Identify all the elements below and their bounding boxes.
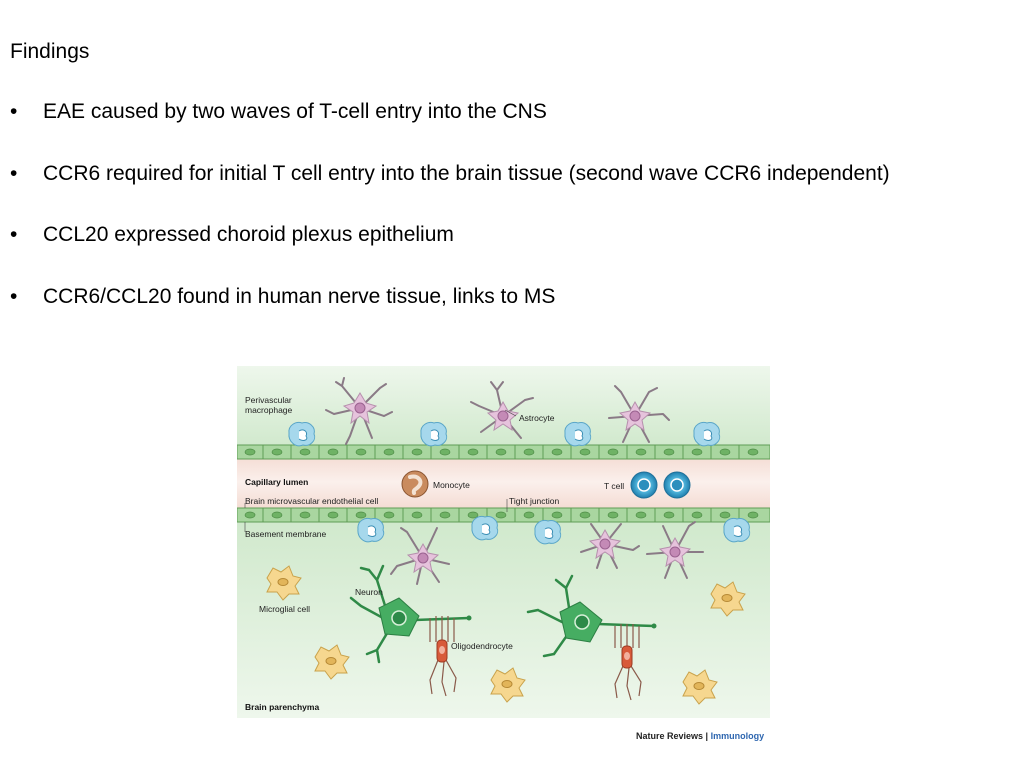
credit-separator: | xyxy=(705,731,709,741)
bullet-icon: • xyxy=(10,161,18,185)
microglia-icon xyxy=(314,644,350,680)
macrophage-icon xyxy=(288,422,316,447)
macrophage-icon xyxy=(357,518,385,543)
astrocyte-icon xyxy=(325,377,393,445)
slide-heading: Findings xyxy=(10,40,90,63)
bullet-item: • CCR6 required for initial T cell entry… xyxy=(10,159,890,221)
label-microglial-cell: Microglial cell xyxy=(259,604,310,614)
macrophage-icon xyxy=(471,516,499,541)
bbb-diagram-svg: Perivascular macrophage Astrocyte Capill… xyxy=(237,366,770,718)
astrocyte-icon xyxy=(470,381,534,439)
oligodendrocyte-icon xyxy=(429,616,457,697)
label-basement-membrane: Basement membrane xyxy=(245,529,327,539)
endothelium-top xyxy=(237,444,770,460)
bullet-item: • CCR6/CCL20 found in human nerve tissue… xyxy=(10,282,890,344)
astrocyte-icon xyxy=(608,385,670,443)
bullet-icon: • xyxy=(10,284,18,308)
neuron-icon xyxy=(349,564,472,664)
bullet-icon: • xyxy=(10,223,18,246)
bullet-text: EAE caused by two waves of T-cell entry … xyxy=(43,100,547,123)
bullet-text: CCR6 required for initial T cell entry i… xyxy=(43,161,890,185)
bbb-diagram: Perivascular macrophage Astrocyte Capill… xyxy=(237,366,770,718)
bullet-item: • CCL20 expressed choroid plexus epithel… xyxy=(10,220,890,282)
label-neuron: Neuron xyxy=(355,587,383,597)
bullet-item: • EAE caused by two waves of T-cell entr… xyxy=(10,97,890,159)
label-perivascular-macrophage-line1: Perivascular xyxy=(245,395,292,405)
label-brain-parenchyma: Brain parenchyma xyxy=(245,702,319,712)
label-perivascular-macrophage-line2: macrophage xyxy=(245,405,293,415)
figure-credit: Nature Reviews | Immunology xyxy=(636,731,764,741)
microglia-icon xyxy=(490,667,526,703)
label-capillary-lumen: Capillary lumen xyxy=(245,477,308,487)
label-monocyte: Monocyte xyxy=(433,480,470,490)
label-endothelial-cell: Brain microvascular endothelial cell xyxy=(245,496,378,506)
label-astrocyte: Astrocyte xyxy=(519,413,555,423)
bullet-list: • EAE caused by two waves of T-cell entr… xyxy=(10,97,890,343)
microglia-icon xyxy=(710,581,746,617)
label-t-cell: T cell xyxy=(604,481,624,491)
astrocyte-icon xyxy=(580,523,640,569)
label-oligodendrocyte: Oligodendrocyte xyxy=(451,641,513,651)
macrophage-icon xyxy=(564,422,592,447)
bullet-text: CCL20 expressed choroid plexus epitheliu… xyxy=(43,223,454,246)
endothelium-bottom xyxy=(237,507,770,523)
bullet-icon: • xyxy=(10,100,18,123)
macrophage-icon xyxy=(420,422,448,447)
oligodendrocyte-icon xyxy=(614,624,642,701)
leader-lines xyxy=(244,409,517,532)
monocyte-icon xyxy=(401,470,429,498)
t-cell-icon xyxy=(663,471,691,499)
astrocyte-icon xyxy=(390,527,450,585)
microglia-icon xyxy=(682,669,718,705)
microglia-icon xyxy=(266,565,302,601)
macrophage-icon xyxy=(693,422,721,447)
macrophage-icon xyxy=(534,520,562,545)
neuron-icon xyxy=(526,574,657,658)
credit-subject: Immunology xyxy=(710,731,765,741)
astrocyte-icon xyxy=(646,521,704,579)
macrophage-icon xyxy=(723,518,751,543)
bullet-text: CCR6/CCL20 found in human nerve tissue, … xyxy=(43,284,556,308)
t-cell-icon xyxy=(630,471,658,499)
credit-journal: Nature Reviews xyxy=(636,731,704,741)
label-tight-junction: Tight junction xyxy=(509,496,560,506)
